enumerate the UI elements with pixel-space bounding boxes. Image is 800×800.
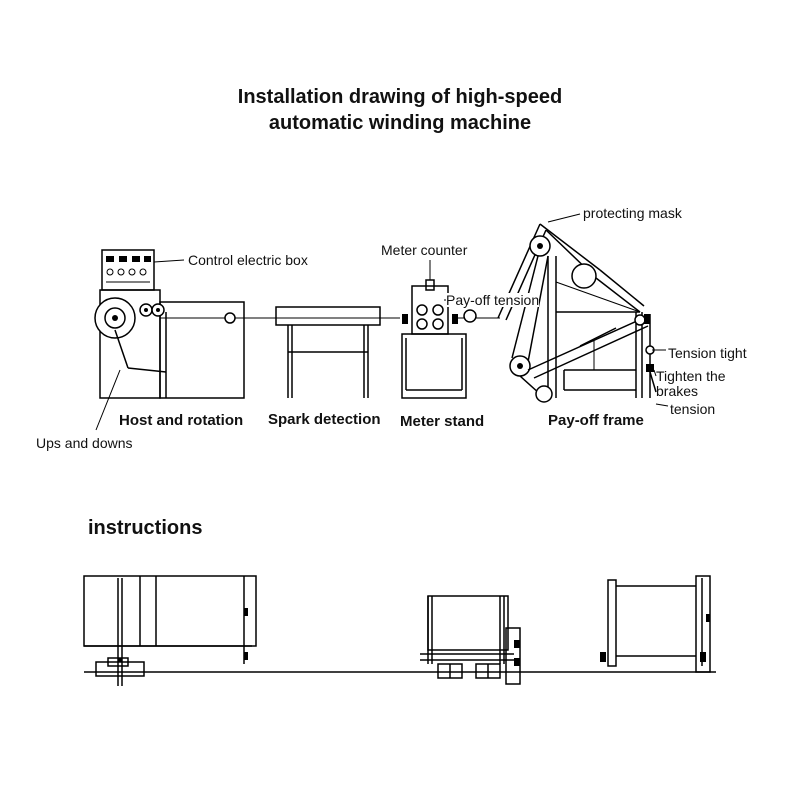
payoff-frame <box>497 223 657 403</box>
label-host-rotation: Host and rotation <box>119 412 244 429</box>
title-line-1: Installation drawing of high-speed <box>237 86 563 108</box>
label-protecting-mask: protecting mask <box>583 205 682 221</box>
label-meter-counter: Meter counter <box>381 242 468 258</box>
spark-detector <box>275 306 381 398</box>
label-tighten-1: Tighten the <box>656 368 726 384</box>
winding-housing <box>159 301 245 399</box>
title-line-2: automatic winding machine <box>268 112 532 134</box>
label-tighten-3: tension <box>670 401 716 417</box>
meter-stand <box>401 279 500 399</box>
label-control-box: Control electric box <box>188 252 308 268</box>
label-payoff-frame: Pay-off frame <box>548 412 644 429</box>
instructions-heading: instructions <box>88 517 203 539</box>
meter-stand-base <box>401 333 467 399</box>
label-spark-detection: Spark detection <box>268 411 381 428</box>
label-tension-tight: Tension tight <box>668 345 747 361</box>
label-payoff-tension: Pay-off tension <box>446 292 540 308</box>
label-ups-downs: Ups and downs <box>36 435 133 451</box>
label-tighten-2: brakes <box>656 383 699 399</box>
label-meter-stand: Meter stand <box>400 413 485 430</box>
spark-detector-top <box>275 306 381 326</box>
floor-plan <box>83 575 716 686</box>
host-machine <box>94 249 400 399</box>
